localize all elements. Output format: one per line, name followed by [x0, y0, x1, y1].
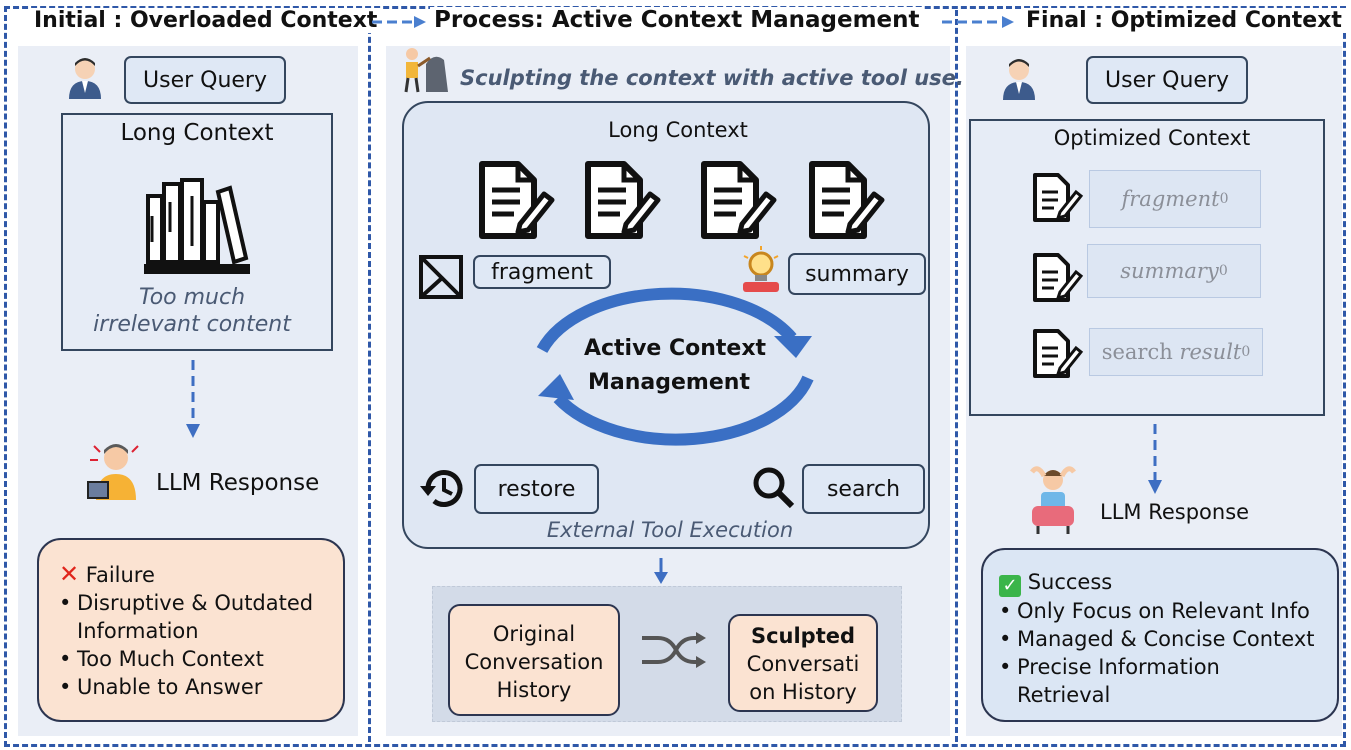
document-edit-icon	[1033, 253, 1084, 302]
fragment-result-sub: 0	[1219, 191, 1229, 207]
original-line-2: Conversation	[464, 650, 604, 674]
long-context-label-left: Long Context	[120, 120, 274, 146]
llm-response-left: LLM Response	[156, 470, 320, 496]
document-edit-icon	[809, 161, 885, 239]
fragment-icon	[419, 255, 463, 299]
title-arrow-1	[372, 16, 426, 28]
original-line-1: Original	[492, 622, 576, 646]
middle-title: Process: Active Context Management	[430, 7, 924, 33]
success-item: Only Focus on Relevant Info	[999, 597, 1314, 625]
search-result-word-1: search	[1101, 340, 1173, 364]
sculpted-history-box: Sculpted Conversati on History	[728, 614, 878, 712]
failure-item: Information	[77, 619, 199, 643]
optimized-context-label: Optimized Context	[1053, 126, 1251, 150]
sculptor-icon	[404, 48, 448, 93]
success-item: Managed & Concise Context	[999, 625, 1314, 653]
success-item: Precise Information	[999, 653, 1314, 681]
search-result-sub: 0	[1241, 344, 1251, 360]
middle-down-arrow	[654, 558, 668, 584]
original-history-box: Original Conversation History	[448, 604, 620, 716]
failure-item: Unable to Answer	[59, 673, 313, 701]
too-much-text-1: Too much	[138, 285, 246, 310]
fragment-result-text: fragment	[1121, 187, 1220, 211]
books-icon	[144, 178, 250, 274]
user-avatar-icon	[69, 58, 101, 99]
user-avatar-icon	[1003, 59, 1035, 100]
search-result-word-2: result	[1179, 340, 1242, 364]
search-tool: search	[802, 464, 925, 514]
sculpted-line-1: Sculpted	[750, 624, 856, 648]
success-item: Retrieval	[1017, 683, 1111, 707]
sculpted-line-2: Conversati	[746, 652, 860, 676]
shuffle-icon	[642, 632, 706, 668]
document-edit-icon	[701, 161, 777, 239]
cycle-label-1: Active Context	[583, 336, 767, 361]
search-icon	[753, 467, 795, 509]
user-query-right: User Query	[1086, 56, 1248, 104]
left-down-arrow	[186, 360, 200, 438]
left-title: Initial : Overloaded Context	[30, 8, 382, 33]
success-card: ✓ Success Only Focus on Relevant Info Ma…	[981, 548, 1339, 722]
failure-title: Failure	[85, 563, 155, 587]
cycle-label-2: Management	[588, 370, 750, 395]
original-line-3: History	[496, 678, 572, 702]
fragment-tool: fragment	[473, 255, 611, 289]
sculpted-line-3: on History	[749, 680, 857, 704]
divider-left	[368, 10, 371, 742]
user-query-left: User Query	[124, 56, 286, 104]
failure-item: Too Much Context	[59, 645, 313, 673]
success-title: Success	[1027, 570, 1113, 594]
document-edit-icon	[585, 161, 661, 239]
summary-result-sub: 0	[1218, 263, 1228, 279]
failure-card: ✕ Failure Disruptive & Outdated Informat…	[37, 538, 345, 722]
check-icon: ✓	[999, 575, 1021, 597]
too-much-text-2: irrelevant content	[93, 312, 291, 337]
long-context-label-middle: Long Context	[608, 118, 748, 142]
failure-item: Disruptive & Outdated	[59, 589, 313, 617]
external-tool-label: External Tool Execution	[546, 518, 794, 542]
cycle-arrows-icon	[536, 287, 814, 446]
lightbulb-icon	[743, 246, 779, 292]
divider-right	[955, 10, 958, 742]
document-edit-icon	[1033, 329, 1084, 378]
document-edit-icon	[1033, 173, 1084, 222]
right-title: Final : Optimized Context	[1022, 8, 1346, 33]
document-edit-icon	[479, 161, 555, 239]
title-arrow-2	[942, 16, 1014, 28]
cross-icon: ✕	[59, 560, 80, 588]
summary-tool: summary	[788, 253, 926, 295]
sculpting-subtitle: Sculpting the context with active tool u…	[460, 66, 964, 90]
llm-response-right: LLM Response	[1100, 500, 1250, 524]
stressed-person-icon	[87, 444, 139, 500]
restore-tool: restore	[474, 464, 599, 514]
right-down-arrow	[1148, 424, 1162, 494]
summary-result-text: summary	[1120, 259, 1219, 283]
relaxed-person-icon	[1030, 466, 1076, 534]
history-icon	[420, 470, 463, 507]
